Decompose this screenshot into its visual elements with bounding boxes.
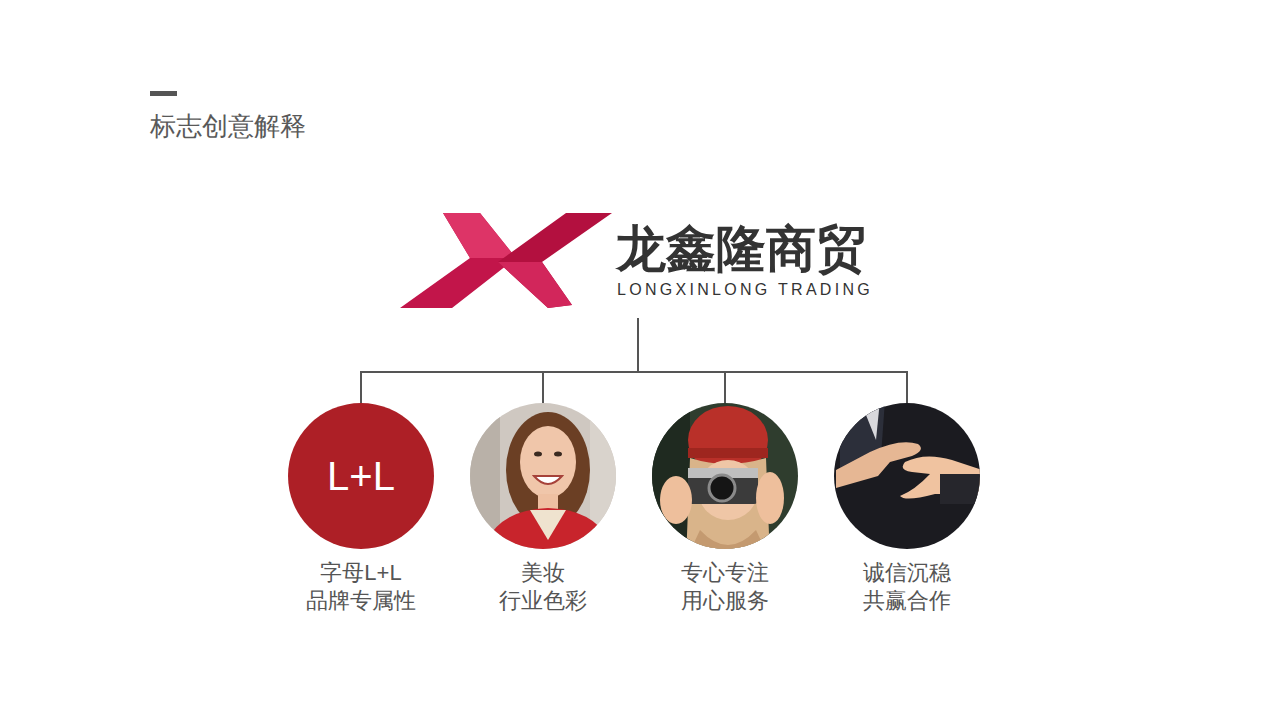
brand-name-en: LONGXINLONG TRADING — [617, 280, 873, 300]
circle-node: 美妆 行业色彩 — [443, 403, 643, 615]
circle-node: 诚信沉稳 共赢合作 — [807, 403, 1007, 615]
brand-name: 龙鑫隆商贸 — [616, 220, 866, 278]
circle-caption: 诚信沉稳 共赢合作 — [863, 559, 951, 615]
title-bar — [150, 91, 177, 96]
circle-caption: 字母L+L 品牌专属性 — [306, 559, 416, 615]
tree-connector — [361, 318, 638, 403]
logo-node: 龙鑫隆商贸LONGXINLONG TRADING — [398, 208, 878, 312]
circle-caption: 专心专注 用心服务 — [681, 559, 769, 615]
tree-connector — [543, 318, 638, 403]
tree-connector — [638, 318, 725, 403]
photo-circle — [470, 403, 616, 549]
photo-circle — [834, 403, 980, 549]
photo-woman — [460, 400, 630, 560]
page-title: 标志创意解释 — [150, 110, 306, 142]
photo-hands — [830, 400, 990, 560]
letter-circle: L+L — [288, 403, 434, 549]
logo-mark — [400, 213, 612, 308]
circle-node: L+L 字母L+L 品牌专属性 — [261, 403, 461, 615]
tree-connector — [638, 318, 907, 403]
circle-letters: L+L — [327, 453, 395, 499]
circle-node: 专心专注 用心服务 — [625, 403, 825, 615]
photo-camera — [640, 400, 810, 560]
photo-circle — [652, 403, 798, 549]
circle-caption: 美妆 行业色彩 — [499, 559, 587, 615]
